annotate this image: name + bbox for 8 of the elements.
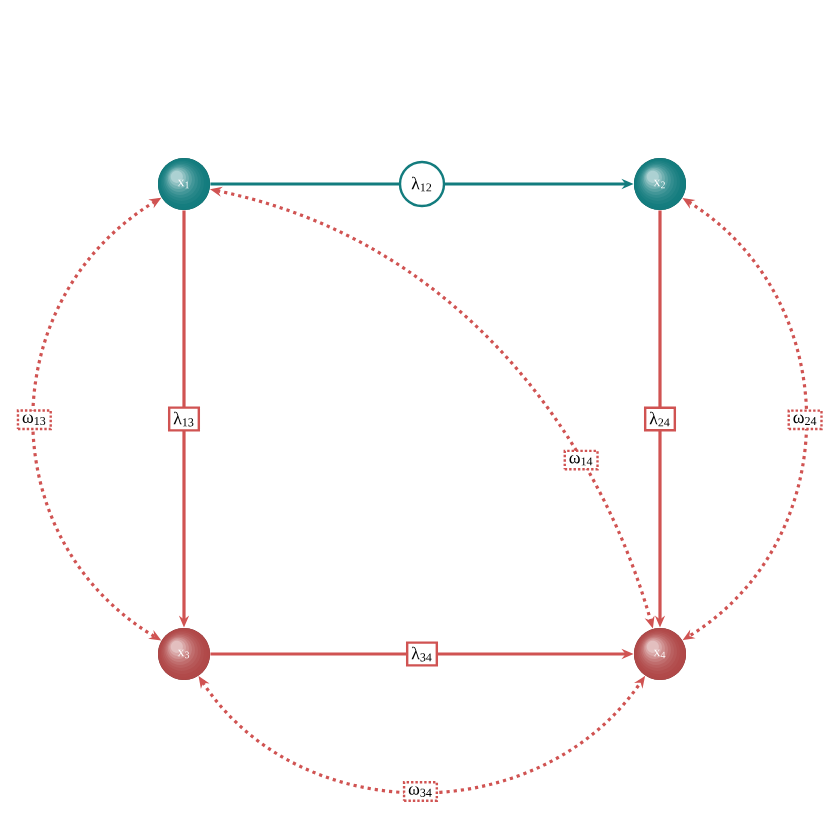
edge-label: λ$_{12}$ [398,160,446,208]
edge-label: ω$_{24}$ [787,409,823,431]
edge-label: ω$_{14}$ [563,449,599,471]
edge-label: λ$_{24}$ [643,406,677,432]
edge-label: λ$_{34}$ [406,641,438,667]
edge-label: ω$_{34}$ [402,781,439,802]
edge-label: λ$_{13}$ [168,406,200,432]
edge-label: ω$_{13}$ [16,409,52,431]
